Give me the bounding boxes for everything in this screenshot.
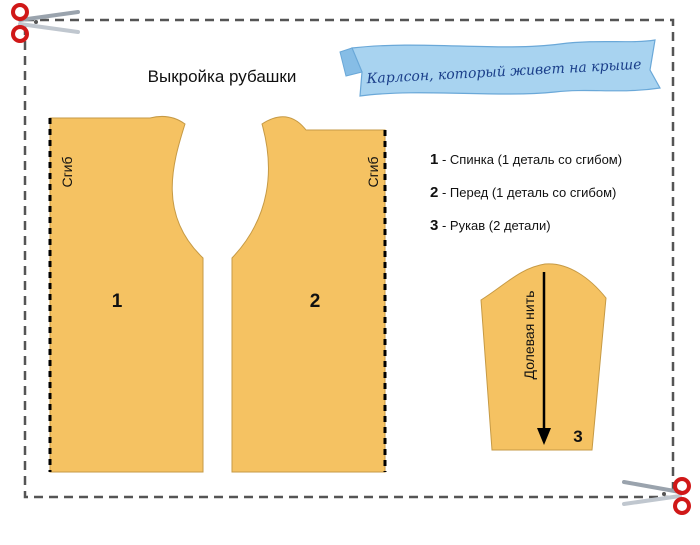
- scissors-icon: [11, 3, 80, 43]
- legend-number: 3: [430, 217, 439, 234]
- legend-number: 1: [430, 151, 439, 168]
- ribbon-banner: Карлсон, который живет на крыше: [339, 39, 661, 97]
- fold-label: Сгиб: [365, 156, 381, 187]
- grain-label: Долевая нить: [521, 291, 537, 380]
- dashed-cut-border: [23, 18, 675, 499]
- legend-item: 3 - Рукав (2 детали): [430, 216, 622, 249]
- legend-number: 2: [430, 184, 439, 201]
- piece-number: 3: [573, 427, 582, 446]
- legend: 1 - Спинка (1 деталь со сгибом) 2 - Пере…: [430, 150, 622, 249]
- legend-item: 2 - Перед (1 деталь со сгибом): [430, 183, 622, 216]
- legend-text: - Перед (1 деталь со сгибом): [438, 185, 617, 200]
- piece-number: 1: [112, 291, 123, 312]
- page-title: Выкройка рубашки: [148, 67, 297, 86]
- piece-number: 2: [310, 291, 321, 312]
- scissors-icon: [622, 477, 691, 515]
- legend-text: - Рукав (2 детали): [438, 218, 551, 233]
- legend-item: 1 - Спинка (1 деталь со сгибом): [430, 150, 622, 183]
- fold-label: Сгиб: [59, 156, 75, 187]
- front-piece: [231, 116, 386, 473]
- legend-text: - Спинка (1 деталь со сгибом): [438, 152, 623, 167]
- back-piece: [49, 116, 204, 473]
- grain-arrow-icon: [537, 428, 551, 445]
